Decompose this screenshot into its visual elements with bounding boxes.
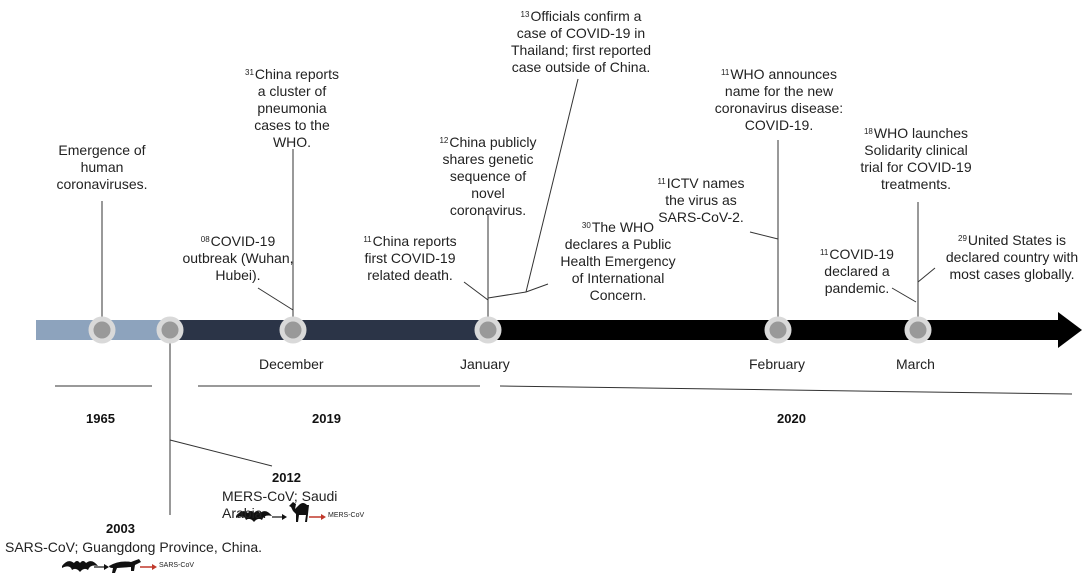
month-march: March	[896, 356, 935, 372]
timeline-markers	[88, 316, 932, 344]
marker-1965	[88, 316, 116, 344]
event-text: Officials confirm a case of COVID-19 in …	[510, 8, 652, 75]
event-mar-18: 18WHO launches Solidarity clinical trial…	[852, 125, 980, 193]
marker-december	[279, 316, 307, 344]
event-day: 18	[863, 127, 873, 136]
event-dec-08: 08COVID-19 outbreak (Wuhan, Hubei).	[182, 233, 294, 284]
event-jan-11: 11China reports first COVID-19 related d…	[354, 233, 466, 284]
month-february: February	[749, 356, 806, 372]
event-feb-11-who: 11WHO announces name for the new coronav…	[704, 66, 854, 134]
leader-lines	[101, 78, 936, 515]
event-text: ICTV names the virus as SARS-CoV-2.	[658, 175, 745, 225]
sars-icon-label: SARS-CoV	[159, 562, 195, 569]
event-mar-29: 29United States is declared country with…	[944, 232, 1080, 283]
event-text: United States is declared country with m…	[945, 232, 1079, 282]
event-dec-31: 31China reports a cluster of pneumonia c…	[240, 66, 344, 151]
month-december: December	[259, 356, 324, 372]
year-2019: 2019	[312, 411, 341, 426]
year-1965: 1965	[86, 411, 115, 426]
event-day: 11	[657, 177, 666, 186]
camel-icon	[289, 502, 309, 522]
timeline-arrowhead	[1058, 312, 1082, 348]
event-jan-30: 30The WHO declares a Public Health Emerg…	[560, 219, 676, 304]
event-text: COVID-19 outbreak (Wuhan, Hubei).	[182, 233, 294, 283]
month-january: January	[460, 356, 510, 372]
civet-icon	[109, 559, 141, 573]
event-text: WHO launches Solidarity clinical trial f…	[860, 125, 972, 192]
event-day: 29	[958, 234, 967, 243]
event-day: 30	[581, 221, 591, 230]
event-1965: Emergence of human coronaviruses.	[50, 142, 154, 193]
event-text: COVID-19 declared a pandemic.	[824, 246, 894, 296]
event-mar-11: 11COVID-19 declared a pandemic.	[812, 246, 902, 297]
marker-january	[474, 316, 502, 344]
origin-sars: SARS-CoV; Guangdong Province, China.	[5, 539, 263, 555]
event-day: 31	[245, 68, 254, 77]
event-feb-11-ictv: 11ICTV names the virus as SARS-CoV-2.	[648, 175, 754, 226]
marker-2003-2012	[156, 316, 184, 344]
year-separators	[55, 385, 1073, 395]
origin-mers: MERS-CoV; Saudi Arabia.	[222, 488, 338, 521]
mers-transmission-icons	[236, 502, 326, 522]
year-2003: 2003	[106, 521, 135, 536]
bat-icon	[236, 511, 272, 522]
event-day: 11	[820, 248, 829, 257]
event-day: 11	[363, 235, 372, 244]
event-text: Emergence of human coronaviruses.	[56, 142, 148, 192]
mers-icon-label: MERS-CoV	[328, 512, 365, 519]
timeline-segment-2019	[168, 320, 492, 340]
bat-icon-2	[62, 561, 98, 572]
event-day: 11	[721, 68, 730, 77]
marker-february	[764, 316, 792, 344]
event-jan-13: 13Officials confirm a case of COVID-19 i…	[506, 8, 656, 76]
event-text: The WHO declares a Public Health Emergen…	[560, 219, 676, 303]
event-text: China reports a cluster of pneumonia cas…	[254, 66, 339, 150]
event-day: 12	[439, 136, 449, 145]
year-2012: 2012	[272, 470, 301, 485]
event-day: 13	[520, 10, 530, 19]
event-text: China reports first COVID-19 related dea…	[364, 233, 457, 283]
event-text: China publicly shares genetic sequence o…	[442, 134, 537, 218]
event-day: 08	[200, 235, 210, 244]
year-2020: 2020	[777, 411, 806, 426]
event-jan-12: 12China publicly shares genetic sequence…	[432, 134, 544, 219]
event-text: WHO announces name for the new coronavir…	[714, 66, 844, 133]
marker-march	[904, 316, 932, 344]
sars-transmission-icons	[62, 559, 157, 573]
